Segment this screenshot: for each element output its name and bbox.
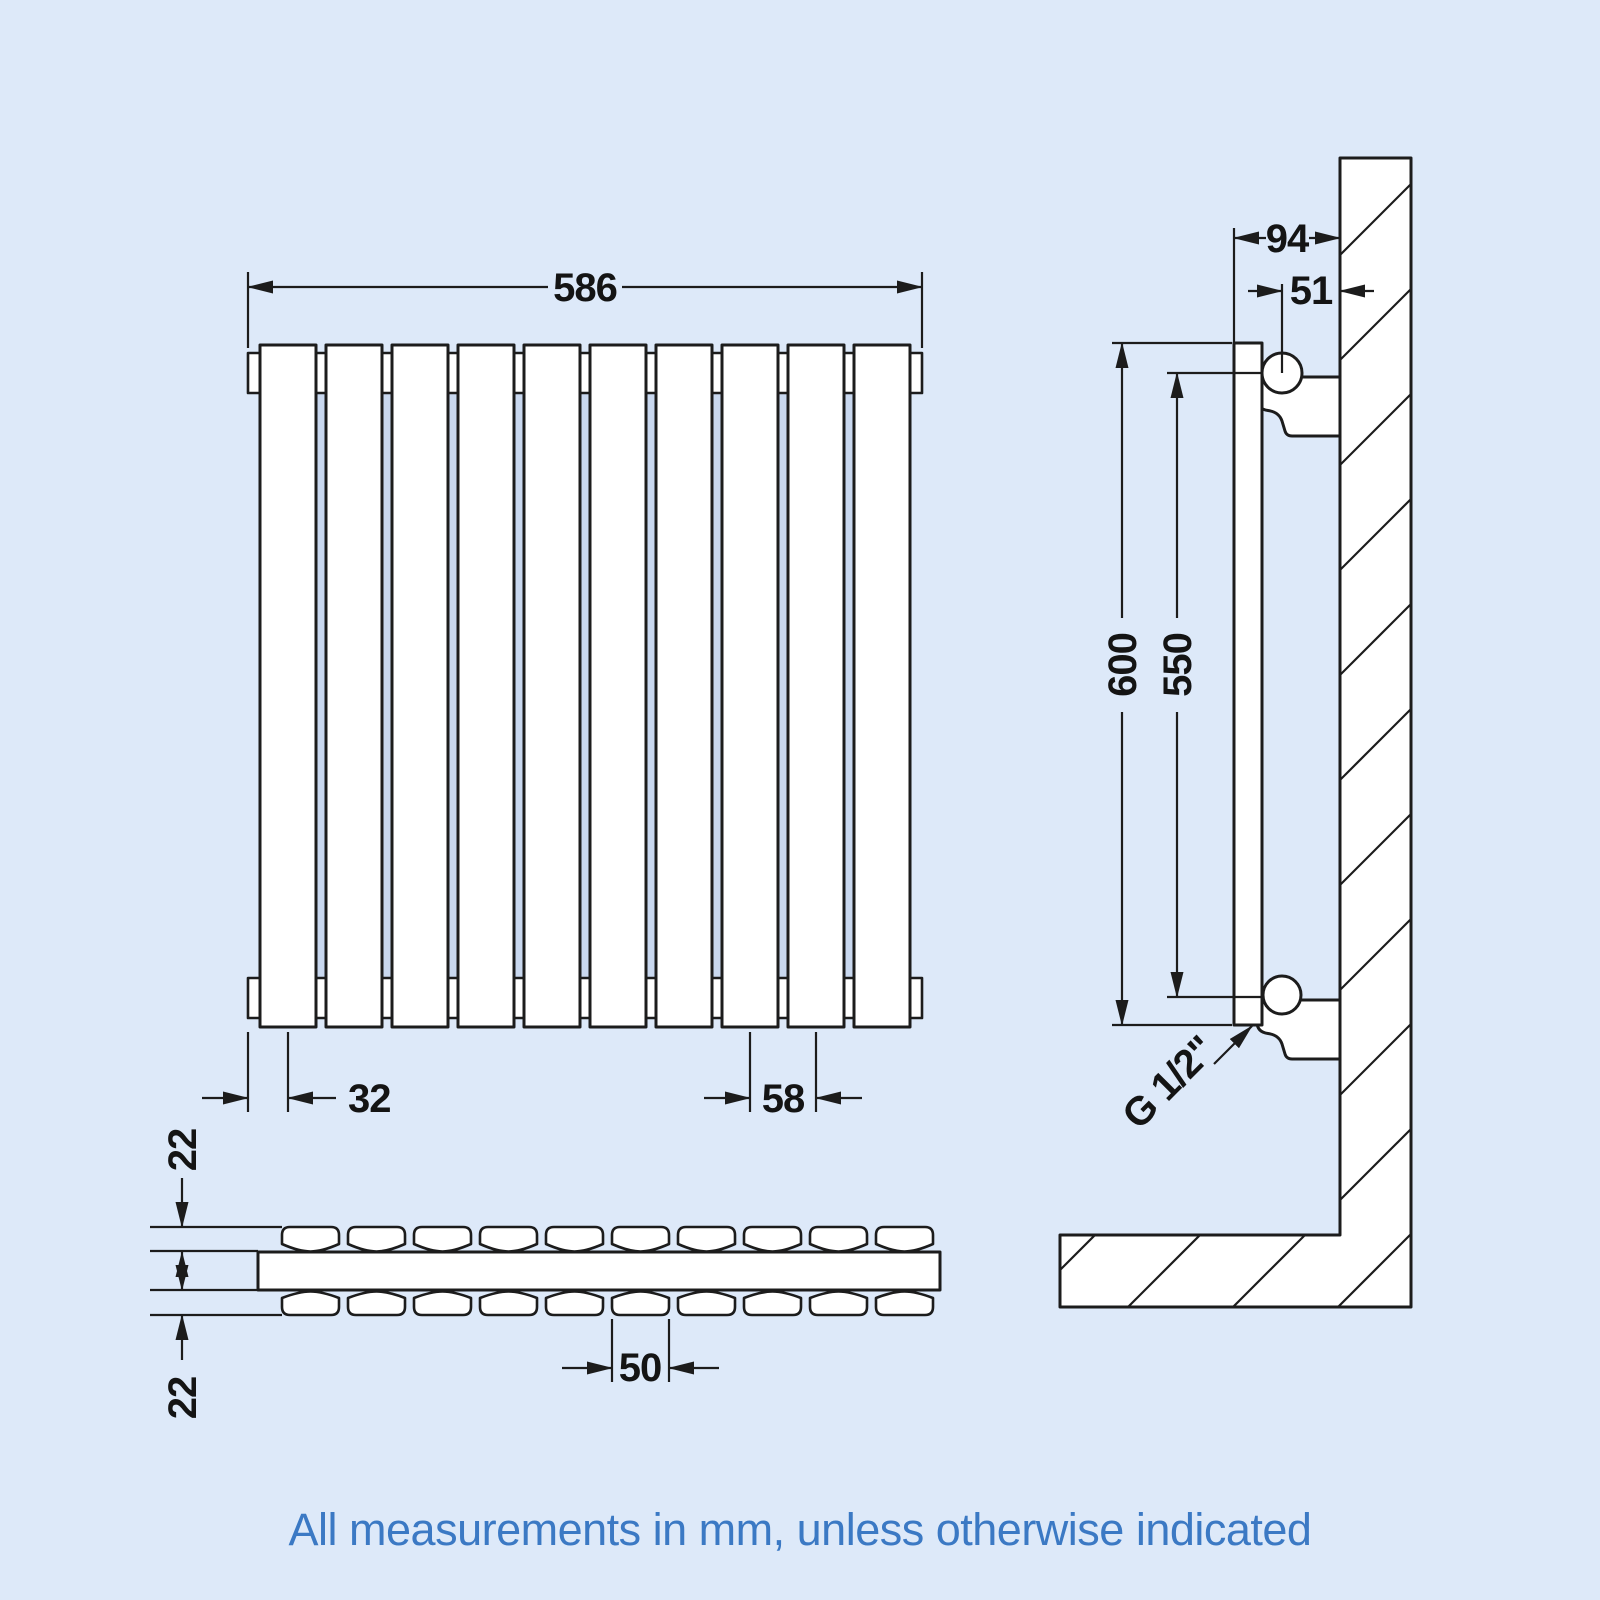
radiator-panel — [258, 343, 318, 1029]
panel-section-top — [610, 1225, 671, 1253]
dim-panel-pitch: 58 — [704, 1032, 862, 1121]
dim-pipe-center-to-wall: 51 — [1248, 269, 1374, 373]
dim-overall-height: 600 — [1101, 341, 1232, 1027]
dim-panel-depth-top-label: 22 — [161, 1129, 205, 1172]
units-caption: All measurements in mm, unless otherwise… — [289, 1504, 1312, 1555]
radiator-panel — [522, 343, 582, 1029]
dim-pipe-center-to-wall-label: 51 — [1290, 269, 1333, 313]
radiator-panel — [456, 343, 516, 1029]
panel-section-top — [544, 1225, 605, 1253]
panel-section-top — [676, 1225, 737, 1253]
dim-edge-to-panel-center: 32 — [202, 1032, 392, 1121]
panel-section-bottom — [874, 1290, 935, 1317]
radiator-panel — [720, 343, 780, 1029]
dim-panel-width-label: 50 — [619, 1346, 662, 1390]
dim-tapping-centres-label: 550 — [1156, 633, 1200, 697]
dim-overall-height-label: 600 — [1101, 633, 1145, 697]
wall-section — [1058, 156, 1413, 1309]
dim-panel-pitch-label: 58 — [762, 1077, 805, 1121]
dim-overall-width-label: 586 — [553, 266, 617, 310]
radiator-panel — [852, 343, 912, 1029]
panel-section-top — [280, 1225, 341, 1253]
radiator-side-profile — [1232, 341, 1264, 1027]
radiator-panel — [390, 343, 450, 1029]
dim-edge-to-panel-center-label: 32 — [348, 1077, 391, 1121]
radiator-panel — [588, 343, 648, 1029]
panel-section-top — [412, 1225, 473, 1253]
dim-panel-depth-bottom: 22 — [161, 1265, 205, 1420]
panel-section-top — [346, 1225, 407, 1253]
dim-panel-depth-bottom-label: 22 — [161, 1377, 205, 1420]
dim-depth-from-wall-label: 94 — [1266, 217, 1310, 261]
panel-section-bottom — [346, 1290, 407, 1317]
dim-tapping-centres: 550 — [1156, 371, 1263, 999]
panel-section-bottom — [478, 1290, 539, 1317]
dim-depth-from-wall: 94 — [1232, 217, 1341, 345]
panel-gap-shade — [316, 353, 326, 1018]
panel-section-bottom — [280, 1290, 341, 1317]
panel-section-bottom — [808, 1290, 869, 1317]
panel-section-top — [808, 1225, 869, 1253]
front-view: 586 32 58 — [202, 266, 924, 1121]
radiator-panel — [324, 343, 384, 1029]
panel-section-bottom — [412, 1290, 473, 1317]
panel-section-bottom — [676, 1290, 737, 1317]
panel-section-top — [478, 1225, 539, 1253]
dim-panel-depth-top: 22 — [161, 1129, 205, 1277]
header-manifold-section — [256, 1250, 942, 1292]
radiator-panel — [654, 343, 714, 1029]
panel-section-bottom — [610, 1290, 671, 1317]
panel-section-top — [742, 1225, 803, 1253]
plan-section-view: 22 22 50 — [150, 1129, 942, 1420]
thread-callout: G 1/2" — [1114, 1025, 1253, 1138]
panel-section-top — [874, 1225, 935, 1253]
radiator-panel — [786, 343, 846, 1029]
dim-panel-width: 50 — [562, 1319, 719, 1390]
pipe-connection-bottom — [1261, 974, 1303, 1016]
panel-section-bottom — [544, 1290, 605, 1317]
panel-section-bottom — [742, 1290, 803, 1317]
thread-callout-label: G 1/2" — [1114, 1028, 1223, 1137]
dim-overall-width: 586 — [246, 266, 924, 348]
